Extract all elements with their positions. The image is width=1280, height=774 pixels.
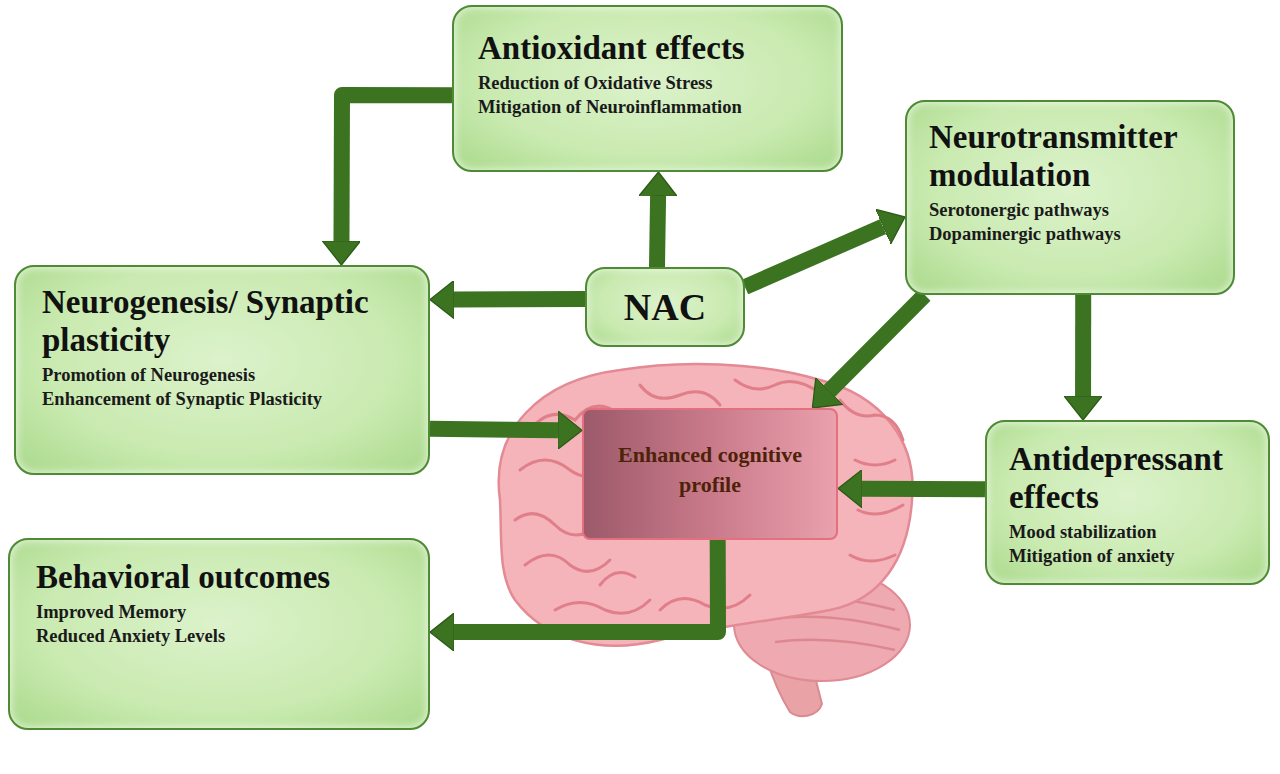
effect-box: Antidepressant effectsMood stabilization… — [985, 420, 1270, 585]
box-item: Reduced Anxiety Levels — [36, 624, 416, 648]
effect-box: Neurotransmitter modulationSerotonergic … — [905, 100, 1235, 295]
flow-arrow — [829, 295, 924, 391]
flow-arrow — [657, 196, 658, 267]
box-item: Promotion of Neurogenesis — [42, 363, 416, 387]
box-label: Enhanced cognitive profile — [615, 440, 805, 500]
box-item: Enhancement of Synaptic Plasticity — [42, 387, 416, 411]
box-label: NAC — [593, 285, 737, 329]
box-heading: Neurotransmitter modulation — [929, 118, 1221, 194]
box-item: Mitigation of anxiety — [1009, 544, 1260, 568]
box-heading: Antioxidant effects — [478, 29, 819, 67]
effect-box: Neurogenesis/ Synaptic plasticityPromoti… — [14, 265, 430, 475]
box-item: Reduction of Oxidative Stress — [478, 71, 819, 95]
box-item: Serotonergic pathways — [929, 198, 1221, 222]
effect-box: Behavioral outcomesImproved MemoryReduce… — [8, 538, 430, 730]
box-item: Dopaminergic pathways — [929, 222, 1221, 246]
box-heading: Antidepressant effects — [1009, 440, 1260, 516]
box-item: Improved Memory — [36, 600, 416, 624]
box-item: Mood stabilization — [1009, 520, 1260, 544]
source-box: NAC — [585, 267, 745, 347]
brain-illustration — [499, 364, 913, 716]
flow-arrow — [341, 95, 452, 241]
box-heading: Behavioral outcomes — [36, 558, 416, 596]
flow-arrow — [745, 227, 883, 287]
box-heading: Neurogenesis/ Synaptic plasticity — [42, 283, 416, 359]
box-item: Mitigation of Neuroinflammation — [478, 95, 819, 119]
flow-arrow — [454, 540, 718, 632]
flow-arrow — [430, 429, 558, 430]
flow-arrow — [862, 481, 985, 498]
effect-box: Antioxidant effectsReduction of Oxidativ… — [452, 5, 843, 172]
flow-arrow — [1075, 295, 1091, 396]
outcome-box: Enhanced cognitive profile — [582, 408, 838, 540]
flow-arrow — [454, 291, 585, 308]
